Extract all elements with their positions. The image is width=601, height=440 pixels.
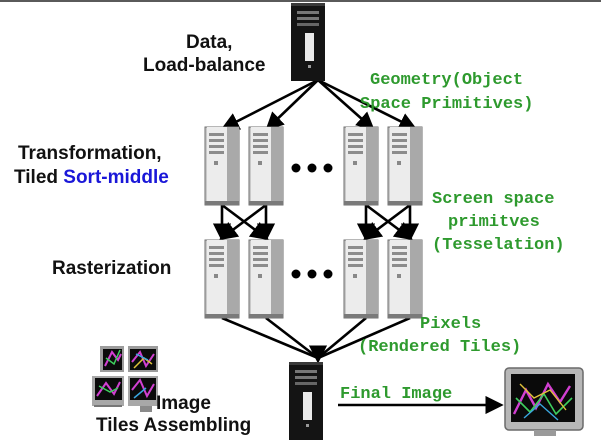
raster-node-1-icon — [204, 239, 240, 319]
tiled-label: Tiled — [14, 167, 58, 188]
raster-ellipsis-icon — [291, 269, 333, 279]
pixels-annotation-line1: Pixels — [420, 315, 482, 334]
screen-space-annotation-line2: primitves — [448, 213, 540, 232]
raster-node-2-icon — [248, 239, 284, 319]
arrow-to-transform-3 — [317, 79, 375, 131]
geometry-annotation-line1: Geometry(Object — [370, 71, 524, 90]
load-balance-arrows — [220, 78, 418, 131]
sort-middle-label: Sort-middle — [63, 167, 169, 188]
geometry-annotation-line2: Space Primitives) — [360, 95, 534, 114]
data-server-icon — [291, 3, 325, 81]
tiled-image-thumbnail — [92, 346, 158, 412]
top-border-line — [0, 0, 601, 2]
rasterization-label: Rasterization — [52, 258, 172, 279]
sort-middle-crossing-arrows — [212, 203, 420, 242]
raster-node-3-icon — [343, 239, 379, 319]
transform-node-4-icon — [387, 126, 423, 206]
data-label: Data, — [186, 32, 233, 53]
transform-node-3-icon — [343, 126, 379, 206]
tile-gather-lines — [221, 316, 411, 364]
raster-node-4-icon — [387, 239, 423, 319]
screen-space-annotation-line3: (Tesselation) — [432, 236, 565, 255]
transformation-label: Transformation, — [18, 143, 162, 164]
arrow-to-transform-4 — [317, 78, 418, 130]
arrow-to-transform-2 — [265, 79, 319, 131]
arrow-to-transform-1 — [220, 78, 319, 130]
transform-node-2-icon — [248, 126, 284, 206]
pixels-annotation-line2: (Rendered Tiles) — [358, 338, 522, 357]
final-image-monitor-icon — [504, 367, 584, 436]
screen-space-annotation-line1: Screen space — [432, 190, 555, 209]
load-balance-label: Load-balance — [143, 55, 266, 76]
final-image-annotation: Final Image — [340, 385, 453, 404]
tiled-sort-middle-label: Tiled Sort-middle — [14, 167, 169, 189]
tiles-assembling-label: Tiles Assembling — [96, 415, 252, 436]
transform-node-1-icon — [204, 126, 240, 206]
transform-ellipsis-icon — [291, 163, 333, 173]
image-label: Image — [156, 393, 211, 414]
assembly-server-icon — [289, 362, 323, 440]
